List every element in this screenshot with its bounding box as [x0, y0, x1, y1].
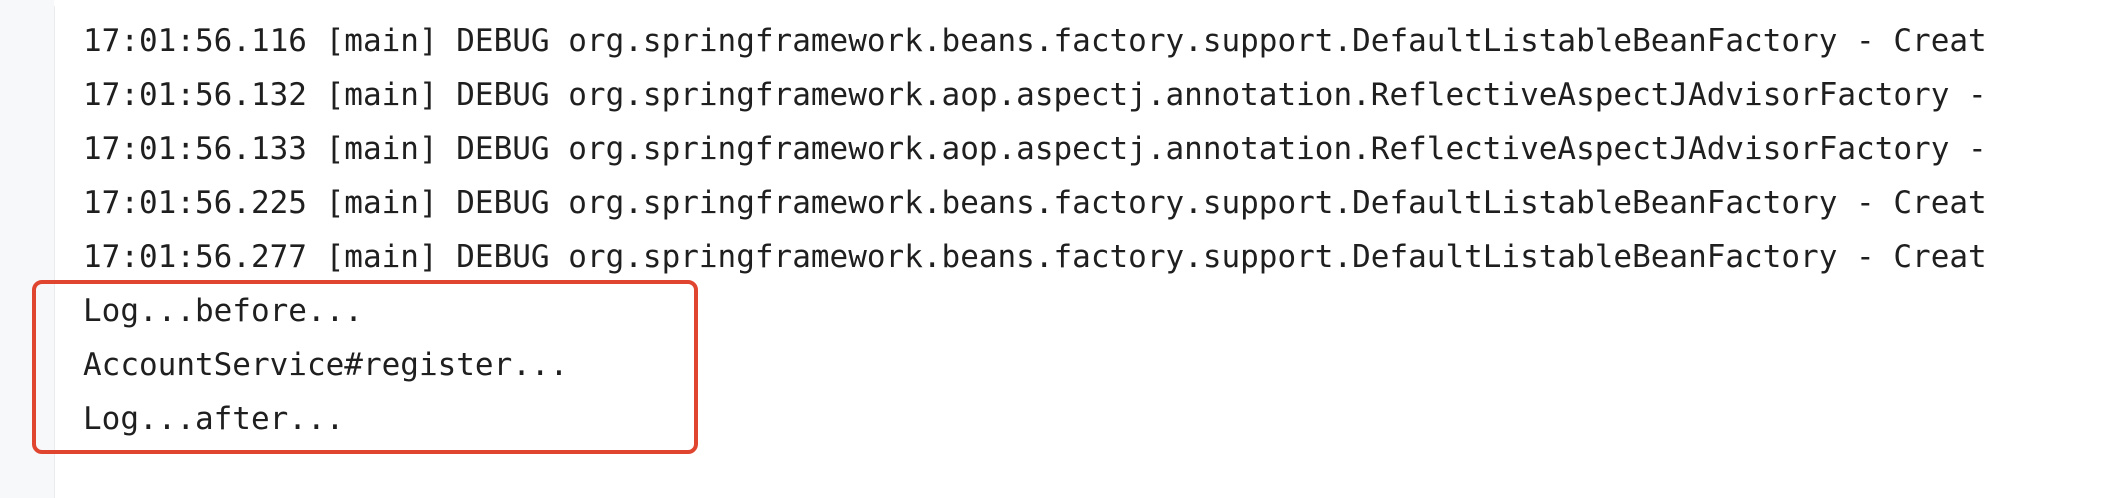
log-line-after: Log...after...	[83, 401, 345, 437]
console-gutter	[0, 0, 55, 498]
clipped-previous-line	[54, 0, 2114, 6]
log-line: 17:01:56.225 [main] DEBUG org.springfram…	[83, 185, 1987, 221]
log-line: 17:01:56.132 [main] DEBUG org.springfram…	[83, 77, 1987, 113]
log-line: 17:01:56.277 [main] DEBUG org.springfram…	[83, 239, 1987, 275]
highlight-annotation-box	[32, 280, 698, 454]
console-log-lines[interactable]: 17:01:56.116 [main] DEBUG org.springfram…	[83, 0, 1987, 446]
log-line-before: Log...before...	[83, 293, 363, 329]
log-line: 17:01:56.116 [main] DEBUG org.springfram…	[83, 23, 1987, 59]
log-line: 17:01:56.133 [main] DEBUG org.springfram…	[83, 131, 1987, 167]
log-line-register: AccountService#register...	[83, 347, 569, 383]
